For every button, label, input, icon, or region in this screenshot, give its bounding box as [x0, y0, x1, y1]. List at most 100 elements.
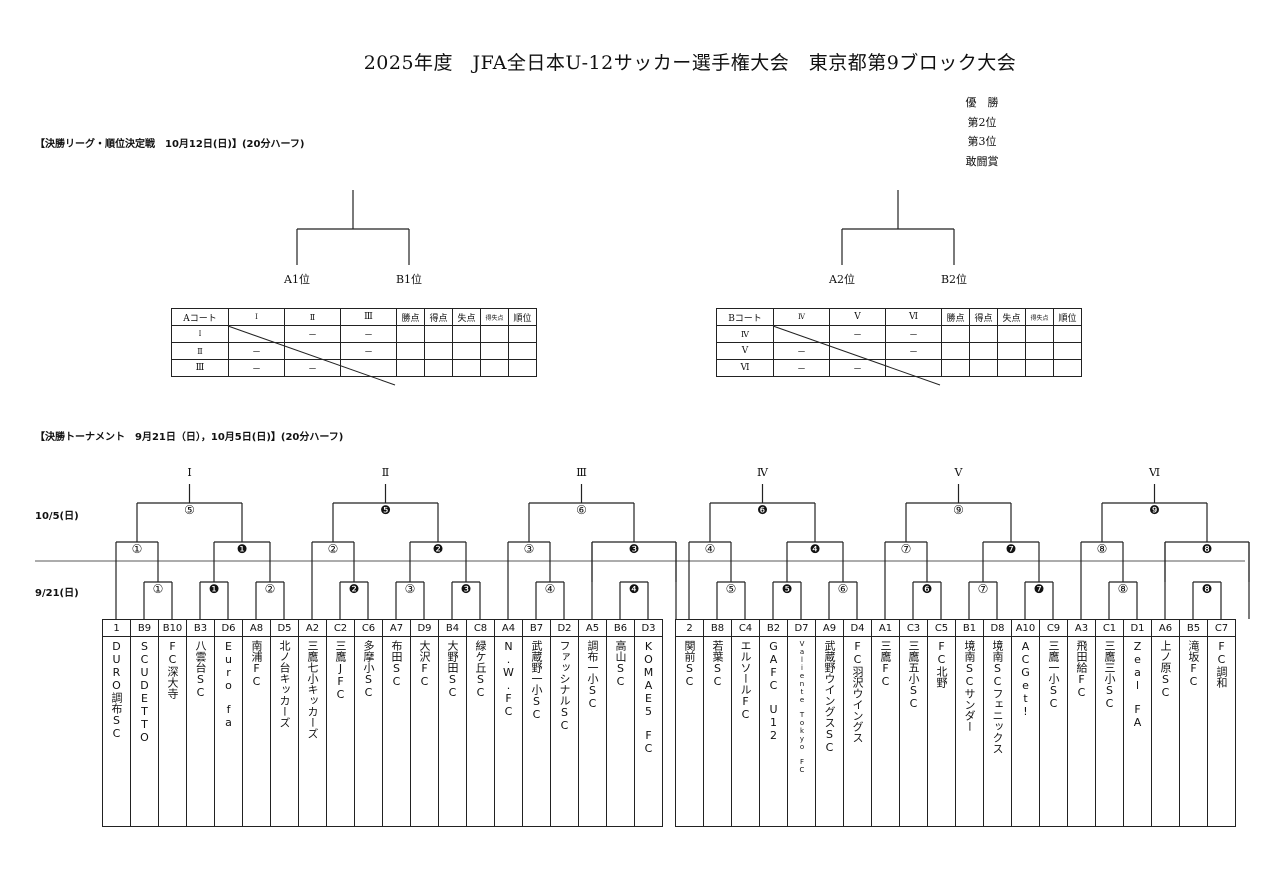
team-code: D4	[843, 619, 872, 637]
block-label: Ⅴ	[954, 466, 963, 479]
team-name: 滝坂FC	[1187, 640, 1200, 688]
award-second: 第2位	[967, 115, 997, 129]
match-number: ⑤	[724, 582, 738, 596]
team-name: 三鷹JFC	[334, 640, 347, 701]
team-name: 三鷹三小SC	[1103, 640, 1116, 710]
team-code: D2	[550, 619, 579, 637]
team-name-cell: 八雲台SC	[186, 636, 215, 827]
team-name: N.W.FC	[502, 640, 515, 718]
team-code: B7	[522, 619, 551, 637]
team-name: FC深大寺	[166, 640, 179, 699]
match-number: ①	[151, 582, 165, 596]
team-name-cell: 滝坂FC	[1179, 636, 1208, 827]
team-code: D8	[983, 619, 1012, 637]
team-code: 2	[675, 619, 704, 637]
team-code: B3	[186, 619, 215, 637]
team-code: A8	[242, 619, 271, 637]
team-code: B8	[703, 619, 732, 637]
team-name: 高山SC	[614, 640, 627, 688]
match-number: ⑨	[952, 503, 965, 517]
team-name-cell: 三鷹三小SC	[1095, 636, 1124, 827]
league-heading: 【決勝リーグ・順位決定戦 10月12日(日)】(20分ハーフ)	[35, 139, 305, 150]
team-name: 大沢FC	[418, 640, 431, 688]
team-name: 大野田SC	[446, 640, 459, 699]
block-label: Ⅱ	[381, 466, 390, 479]
score-cell: －	[228, 359, 285, 377]
label-b2: B2位	[940, 273, 968, 286]
team-name-cell: 三鷹FC	[871, 636, 900, 827]
team-code: C6	[354, 619, 383, 637]
team-name: 上ノ原SC	[1159, 640, 1172, 699]
team-name-cell: Zeal FA	[1123, 636, 1152, 827]
team-code: C3	[899, 619, 928, 637]
page-title: 2025年度 JFA全日本U-12サッカー選手権大会 東京都第9ブロック大会	[363, 52, 1017, 74]
team-name: 三鷹一小SC	[1047, 640, 1060, 710]
team-name: FC北野	[935, 640, 948, 688]
match-number: ❺	[379, 503, 392, 517]
stat-cell	[1053, 359, 1082, 377]
team-name-cell: ファッシナルSC	[550, 636, 579, 827]
team-name: 武蔵野一小SC	[530, 640, 543, 721]
team-code: A7	[382, 619, 411, 637]
team-code: A1	[871, 619, 900, 637]
team-code: B10	[158, 619, 187, 637]
team-code: A2	[298, 619, 327, 637]
tournament-heading: 【決勝トーナメント 9月21日（日），10月5日(日)】(20分ハーフ)	[35, 432, 344, 443]
team-name-cell: 三鷹五小SC	[899, 636, 928, 827]
team-name-cell: N.W.FC	[494, 636, 523, 827]
team-name: Valiente Tokyo FC	[798, 640, 806, 774]
team-name: 三鷹七小キッカーズ	[306, 640, 319, 739]
team-name: Euro fa	[222, 640, 235, 729]
team-code: A6	[1151, 619, 1180, 637]
team-name: KOMAE5 FC	[642, 640, 655, 755]
match-number: ②	[263, 582, 277, 596]
match-number: ❼	[1004, 542, 1018, 556]
team-name-cell: 大沢FC	[410, 636, 439, 827]
team-code: A10	[1011, 619, 1040, 637]
team-name: エルソールFC	[739, 640, 752, 721]
team-name: 北ノ台キッカーズ	[278, 640, 291, 728]
team-name: 関前SC	[683, 640, 696, 688]
date-sep21: 9/21(日)	[35, 588, 79, 599]
match-number: ⑧	[1095, 542, 1109, 556]
team-name: 境南SCサンダー	[963, 640, 976, 732]
team-code: C9	[1039, 619, 1068, 637]
team-code: D1	[1123, 619, 1152, 637]
score-cell: －	[829, 359, 886, 377]
team-name-cell: 三鷹七小キッカーズ	[298, 636, 327, 827]
team-name-cell: 緑ケ丘SC	[466, 636, 495, 827]
team-name: 若葉SC	[711, 640, 724, 688]
block-label: Ⅲ	[576, 466, 587, 479]
award-winner: 優 勝	[965, 96, 999, 109]
team-name-cell: Valiente Tokyo FC	[787, 636, 816, 827]
team-name-cell: Euro fa	[214, 636, 243, 827]
match-number: ❼	[1032, 582, 1046, 596]
team-name-cell: FC北野	[927, 636, 956, 827]
team-name-cell: KOMAE5 FC	[634, 636, 663, 827]
label-b1: B1位	[395, 273, 423, 286]
team-code: C2	[326, 619, 355, 637]
match-number: ⑦	[976, 582, 990, 596]
league-table-b: Bコート Ⅳ Ⅴ Ⅵ 勝点 得点 失点 得失点 順位 Ⅳ － － Ⅴ － － Ⅵ…	[716, 308, 1082, 377]
team-name-cell: 布田SC	[382, 636, 411, 827]
match-number: ❸	[459, 582, 473, 596]
match-number: ❾	[1148, 503, 1161, 517]
team-name-cell: GAFC U12	[759, 636, 788, 827]
team-code: D6	[214, 619, 243, 637]
match-number: ❹	[808, 542, 822, 556]
team-code: C8	[466, 619, 495, 637]
match-number: ❺	[780, 582, 794, 596]
award-third: 第3位	[967, 135, 997, 148]
team-name: 南浦FC	[250, 640, 263, 688]
team-name: 三鷹FC	[879, 640, 892, 688]
team-name: 三鷹五小SC	[907, 640, 920, 710]
team-name: 飛田給FC	[1075, 640, 1088, 699]
match-number: ❹	[627, 582, 641, 596]
match-number: ❶	[235, 542, 249, 556]
match-number: ①	[130, 542, 144, 556]
match-number: ❽	[1200, 542, 1214, 556]
block-label: Ⅰ	[187, 466, 192, 479]
